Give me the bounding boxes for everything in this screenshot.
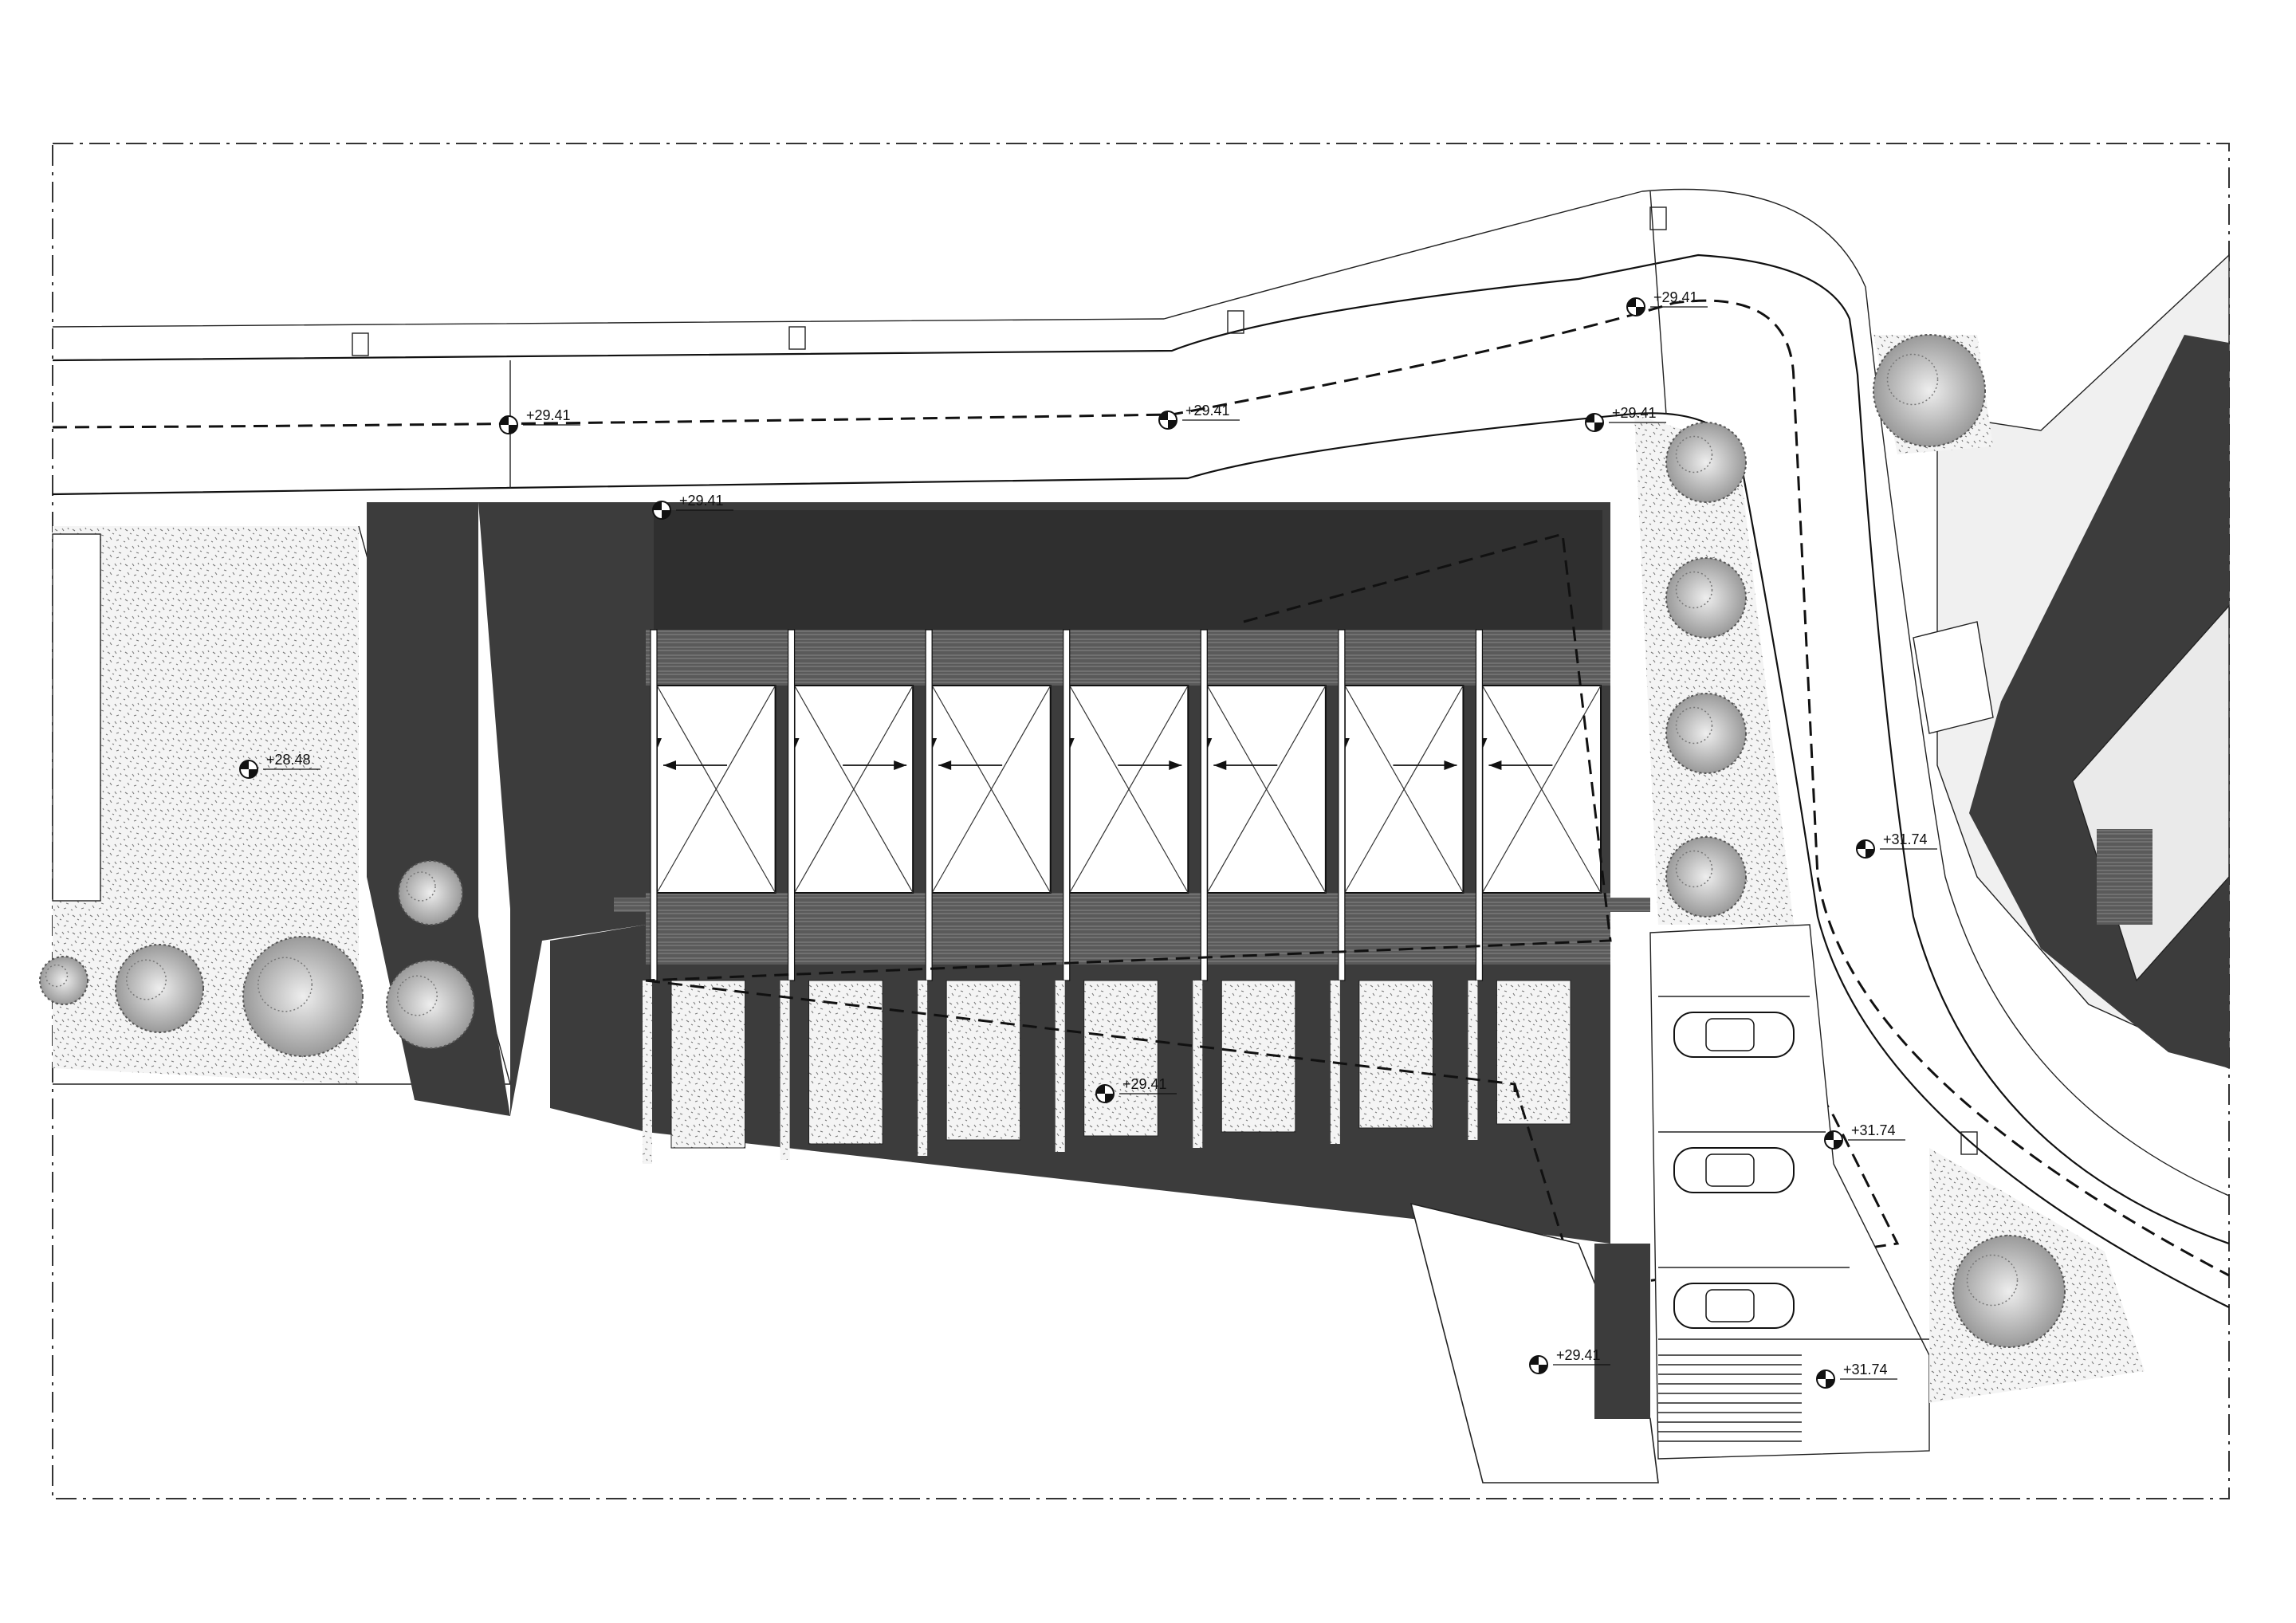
garden-slot xyxy=(1221,980,1296,1133)
garden-slot xyxy=(946,980,1021,1141)
divider-wall xyxy=(918,980,928,1156)
tree-icon xyxy=(1665,836,1747,918)
tree-icon xyxy=(398,860,463,925)
unit-room xyxy=(925,629,1052,981)
tree-icon xyxy=(1873,334,1986,447)
unit-room xyxy=(1338,629,1464,981)
level-marker: +29.41 xyxy=(499,407,580,434)
lamp-icon xyxy=(1960,1131,1978,1155)
divider-wall xyxy=(780,980,790,1160)
car-icon xyxy=(1673,1283,1795,1329)
divider-wall xyxy=(1468,980,1478,1140)
east-planting-strip xyxy=(1634,415,1794,925)
level-markers: +29.41 +29.41 +29.41 +29.41 +29.41 +28.48 +29.… xyxy=(239,289,1937,1389)
level-value: +29.41 xyxy=(1122,1076,1167,1092)
level-value: +29.41 xyxy=(1612,405,1657,421)
divider-wall xyxy=(1055,980,1065,1152)
level-value: +31.74 xyxy=(1843,1362,1888,1377)
tree-icon xyxy=(1952,1235,2066,1348)
level-marker: +31.74 xyxy=(1856,831,1937,859)
unit-room xyxy=(650,629,776,981)
garden-slot xyxy=(1496,980,1571,1125)
garden-slot xyxy=(670,980,746,1149)
tree-icon xyxy=(1665,557,1747,639)
level-value: +29.41 xyxy=(1556,1347,1601,1363)
unit-room xyxy=(787,629,914,981)
level-marker: +29.41 xyxy=(1626,289,1708,316)
level-marker: +29.41 xyxy=(1585,405,1666,432)
level-marker: +29.41 xyxy=(652,493,733,520)
south-slots xyxy=(643,980,1571,1164)
tree-icon xyxy=(115,944,204,1033)
garden-slot xyxy=(1358,980,1433,1129)
level-marker: +31.74 xyxy=(1816,1362,1897,1389)
level-marker: +29.41 xyxy=(1529,1347,1610,1374)
level-marker: +31.74 xyxy=(1824,1122,1905,1149)
unit-room xyxy=(1200,629,1327,981)
lamp-icon xyxy=(788,326,806,350)
car-icon xyxy=(1673,1147,1795,1193)
level-value: +31.74 xyxy=(1851,1122,1896,1138)
level-marker: +28.48 xyxy=(239,752,320,779)
property-boundary-dashed xyxy=(52,299,2230,1277)
parking-area xyxy=(1649,924,1930,1460)
divider-wall xyxy=(1193,980,1203,1148)
car-icon xyxy=(1673,1012,1795,1058)
level-value: +29.41 xyxy=(526,407,571,423)
garden-slot xyxy=(1083,980,1158,1137)
level-value: +31.74 xyxy=(1883,831,1928,847)
lamp-icon xyxy=(352,332,369,356)
tree-icon xyxy=(39,956,88,1005)
trees xyxy=(39,334,2066,1348)
west-parking-strip xyxy=(52,533,101,902)
unit-room xyxy=(1475,629,1602,981)
tree-icon xyxy=(1665,693,1747,774)
unit-room xyxy=(1063,629,1189,981)
level-value: +29.41 xyxy=(1185,403,1230,419)
tree-icon xyxy=(242,936,364,1057)
level-value: +29.41 xyxy=(679,493,724,509)
level-value: +28.48 xyxy=(266,752,311,768)
level-marker: +29.41 xyxy=(1095,1076,1177,1103)
tree-icon xyxy=(1665,422,1747,503)
tree-icon xyxy=(386,960,475,1049)
divider-wall xyxy=(643,980,652,1164)
lamp-icon xyxy=(1227,310,1244,334)
level-marker: +29.41 xyxy=(1158,403,1240,430)
level-value: +29.41 xyxy=(1653,289,1698,305)
lamp-icon xyxy=(1649,206,1667,230)
street-lamps xyxy=(352,206,1978,1155)
stairs xyxy=(1658,1354,1802,1442)
housing-units xyxy=(650,629,1602,981)
